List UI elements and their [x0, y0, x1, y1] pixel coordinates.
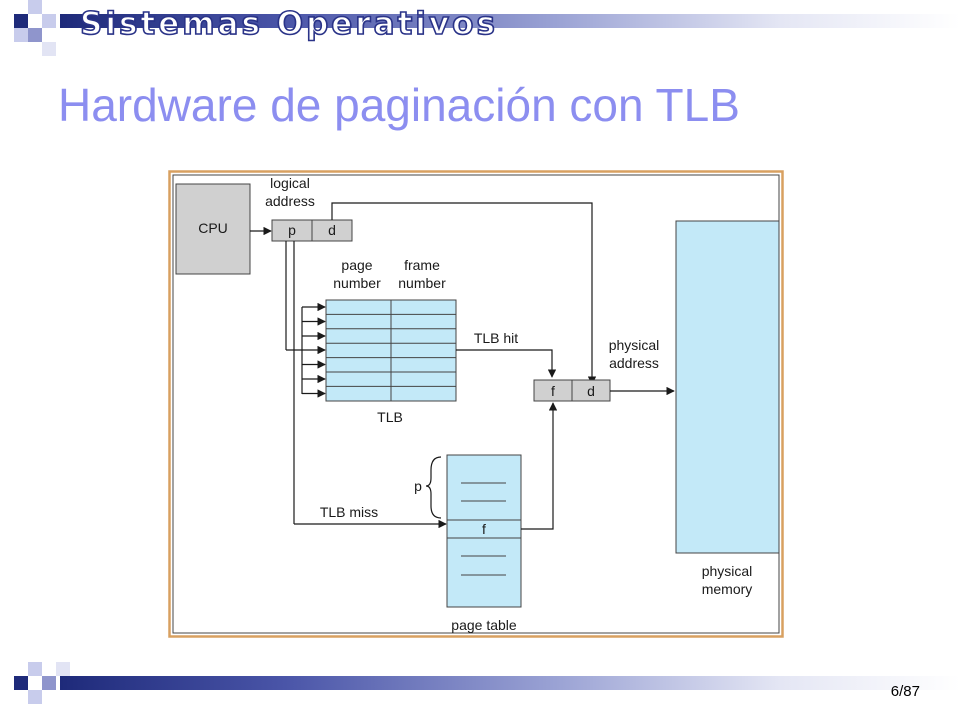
logical-address-label: logical	[270, 175, 310, 191]
tlb-hit-label: TLB hit	[474, 330, 518, 346]
corner-square-light	[56, 662, 70, 676]
corner-square-light	[28, 0, 42, 14]
physical-memory-label: physical	[702, 563, 753, 579]
corner-square-light	[14, 28, 28, 42]
arrow-tlb-hit	[456, 349, 557, 378]
corner-square-light	[42, 42, 56, 56]
physical-memory-label: memory	[702, 581, 753, 597]
physical-d-label: d	[587, 383, 595, 399]
logical-d-label: d	[328, 222, 336, 238]
header-title: Sistemas Operativos	[79, 5, 498, 43]
cpu-box	[175, 183, 251, 275]
tlb-frame-number-header: number	[398, 275, 446, 291]
physical-f-label: f	[551, 383, 555, 399]
cpu-label: CPU	[198, 220, 228, 236]
paging-diagram: CPU logical address p d page number fram…	[168, 170, 784, 638]
page-table-p-label: p	[414, 478, 422, 494]
corner-square-mid	[42, 676, 56, 690]
page-table-f-label: f	[482, 521, 486, 537]
corner-square-light	[42, 14, 56, 28]
page-table-index-brace	[425, 456, 442, 519]
arrow-page-table-to-f	[521, 402, 558, 530]
logical-address-label: address	[265, 193, 315, 209]
tlb-miss-label: TLB miss	[320, 504, 378, 520]
tlb-page-number-header: number	[333, 275, 381, 291]
tlb-label: TLB	[377, 409, 403, 425]
footer-gradient-bar	[60, 676, 960, 690]
physical-memory-block	[675, 220, 780, 554]
logical-p-label: p	[288, 222, 296, 238]
corner-square-dark	[14, 676, 28, 690]
tlb-table	[325, 299, 457, 402]
tlb-frame-number-header: frame	[404, 257, 440, 273]
physical-address-label: address	[609, 355, 659, 371]
tlb-page-number-header: page	[341, 257, 372, 273]
arrow-d-to-physical	[331, 202, 597, 385]
header-gradient-bar	[60, 14, 960, 28]
corner-square-mid	[28, 28, 42, 42]
page-table-label: page table	[451, 617, 517, 633]
corner-square-light	[28, 690, 42, 704]
physical-address-label: physical	[609, 337, 660, 353]
corner-square-dark	[14, 14, 28, 28]
slide-title: Hardware de paginación con TLB	[58, 79, 740, 131]
corner-square-light	[28, 662, 42, 676]
page-number: 6/87	[890, 683, 920, 700]
